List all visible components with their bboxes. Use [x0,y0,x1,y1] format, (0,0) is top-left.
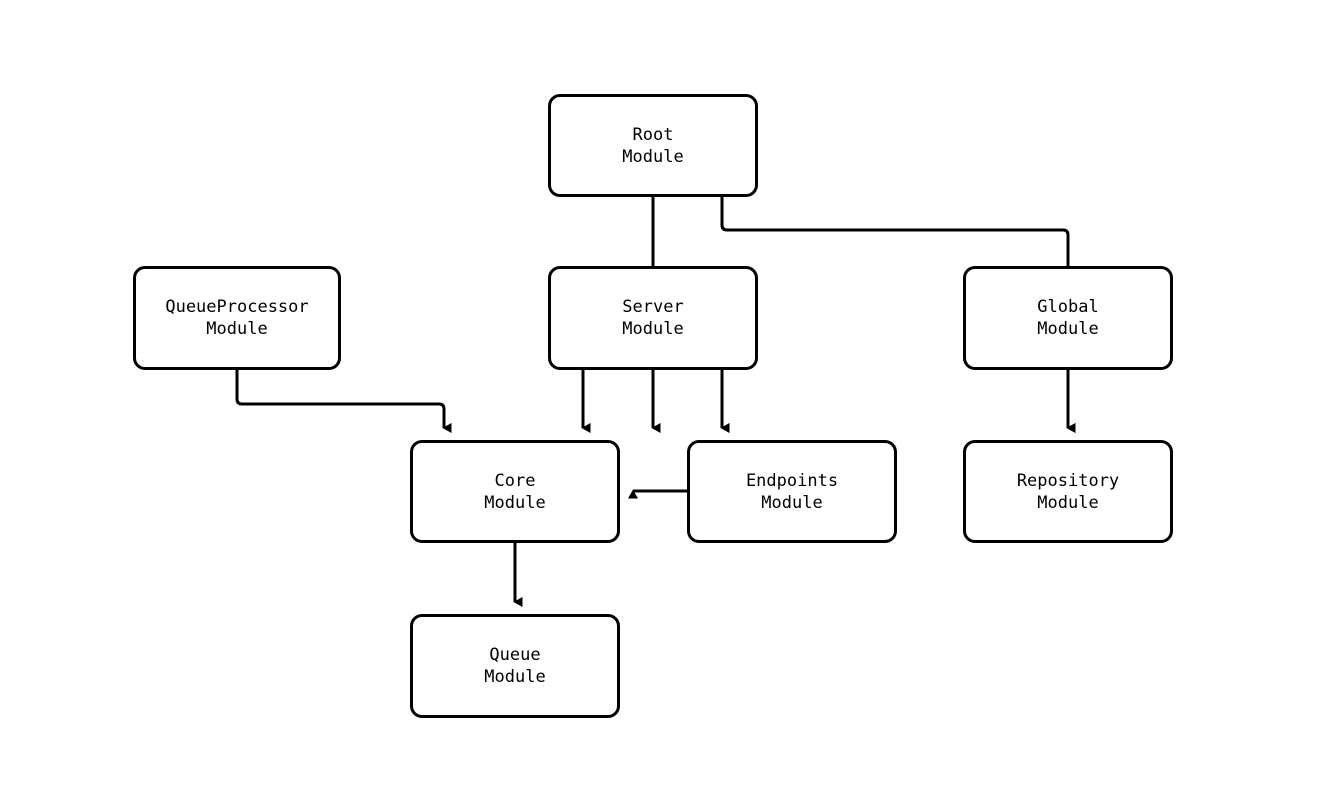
node-endpoints-label: Endpoints Module [745,470,839,513]
node-global[interactable]: Global Module [963,266,1173,370]
node-repository[interactable]: Repository Module [963,440,1173,543]
node-queue-label: Queue Module [484,645,546,687]
edge-root-to-global [720,197,1076,433]
node-root[interactable]: Root Module [548,94,758,197]
node-queueprocessor-label: QueueProcessor Module [165,297,309,339]
node-queueprocessor[interactable]: QueueProcessor Module [133,266,341,370]
node-root-label: Root Module [622,124,684,167]
node-global-label: Global Module [1037,297,1099,339]
node-endpoints[interactable]: Endpoints Module [687,440,897,543]
node-repository-label: Repository Module [1016,470,1120,513]
edge-queueprocessor-to-core [235,370,452,433]
node-server-label: Server Module [622,297,684,339]
node-core[interactable]: Core Module [410,440,620,543]
node-core-label: Core Module [484,470,546,513]
node-server[interactable]: Server Module [548,266,758,370]
node-queue[interactable]: Queue Module [410,614,620,718]
